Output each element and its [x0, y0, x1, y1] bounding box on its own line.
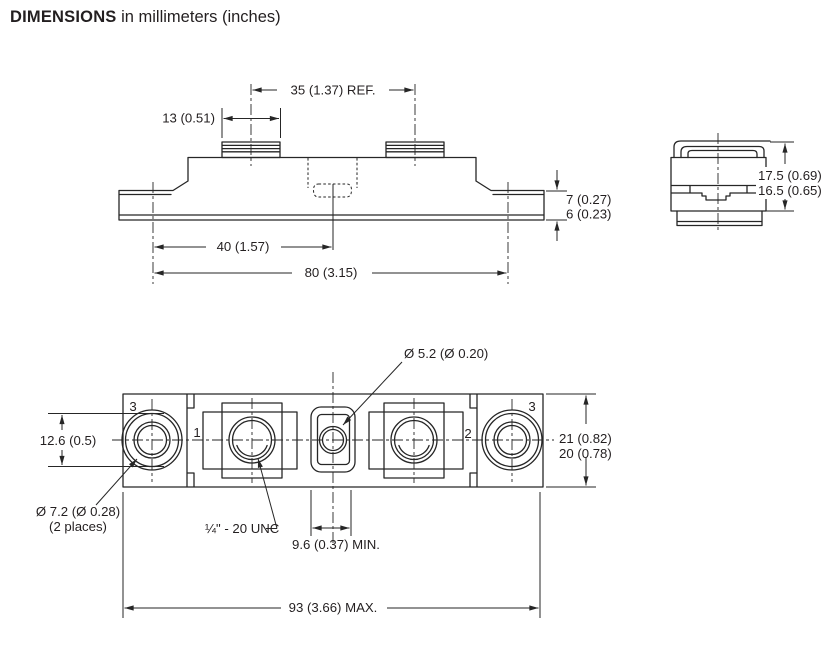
dim-base-thickness-max: 7 (0.27) [566, 192, 611, 207]
terminal-1-wing [202, 411, 298, 470]
bottom-view-outline [122, 393, 544, 488]
page-title: DIMENSIONS in millimeters (inches) [10, 8, 281, 27]
dim-side-height-max: 17.5 (0.69) [758, 168, 822, 183]
label-terminal2: 2 [464, 426, 471, 441]
dim-ext-hole-boss [48, 413, 164, 467]
dim-ext-base-thickness [546, 190, 567, 221]
label-right-hole: 3 [528, 399, 535, 414]
dim-body-width-max: 21 (0.82) [559, 431, 612, 446]
dim-ext-body-width [546, 393, 596, 488]
dim-terminal-pitch: 35 (1.37) REF. [290, 83, 375, 98]
label-left-hole: 3 [129, 399, 136, 414]
dim-ext-terminal-width [221, 108, 281, 138]
dim-text-bg [281, 599, 387, 615]
side-view-body [670, 156, 767, 212]
dim-center-to-hole: 40 (1.57) [217, 239, 270, 254]
center-boss-inner [316, 413, 351, 466]
terminal-2-thread-arc [398, 444, 430, 457]
dim-text-bg [277, 82, 389, 97]
title-rest: in millimeters (inches) [116, 8, 281, 26]
dim-mount-hole-dia: Ø 7.2 (Ø 0.28) [36, 504, 120, 519]
dim-ext-slot-width [310, 490, 352, 536]
dim-body-width-min: 20 (0.78) [559, 446, 612, 461]
dim-side-height-min: 16.5 (0.65) [758, 183, 822, 198]
dim-hole-boss-dia: 12.6 (0.5) [40, 433, 96, 448]
side-view-terminal-tab [673, 140, 771, 159]
dim-base-thickness-min: 6 (0.23) [566, 207, 611, 222]
leader-mount-hole [95, 458, 138, 506]
dim-text-bg [206, 239, 281, 254]
dim-hole-pitch: 80 (3.15) [305, 265, 358, 280]
bottom-centerlines [112, 372, 554, 546]
dim-ext-side-height [766, 141, 794, 212]
label-terminal1: 1 [193, 425, 200, 440]
side-view-base [676, 210, 763, 227]
dim-center-hole-dia: Ø 5.2 (Ø 0.20) [404, 346, 488, 361]
front-view: 35 (1.37) REF. 13 (0.51) 7 (0.27) 6 (0.2… [118, 82, 611, 284]
leader-thread [257, 458, 278, 529]
dim-slot-width: 9.6 (0.37) MIN. [292, 537, 380, 552]
dim-terminal-width: 13 (0.51) [162, 111, 215, 126]
dim-text-bg [292, 265, 372, 280]
dim-text-bg [756, 167, 839, 199]
terminal-2-pad [368, 402, 464, 479]
leader-center-hole [342, 361, 403, 426]
hidden-center-recess [307, 158, 358, 198]
terminal-1-pad [202, 402, 298, 479]
front-view-outline [118, 156, 545, 221]
front-centerlines [152, 84, 509, 284]
dim-thread-spec: ¼" - 20 UNC [205, 521, 280, 536]
bottom-view: 3 1 2 3 12.6 (0.5) Ø 5.2 (Ø 0.20) 21 (0.… [36, 346, 612, 618]
dim-ext-overall-length [122, 492, 541, 618]
dim-overall-length: 93 (3.66) MAX. [289, 600, 378, 615]
terminal-2-wing [368, 411, 464, 470]
terminal-1-thread-arc [236, 444, 268, 457]
title-bold: DIMENSIONS [10, 8, 117, 26]
dim-mount-hole-places: (2 places) [49, 519, 107, 534]
side-view: 17.5 (0.69) 16.5 (0.65) [670, 133, 839, 232]
